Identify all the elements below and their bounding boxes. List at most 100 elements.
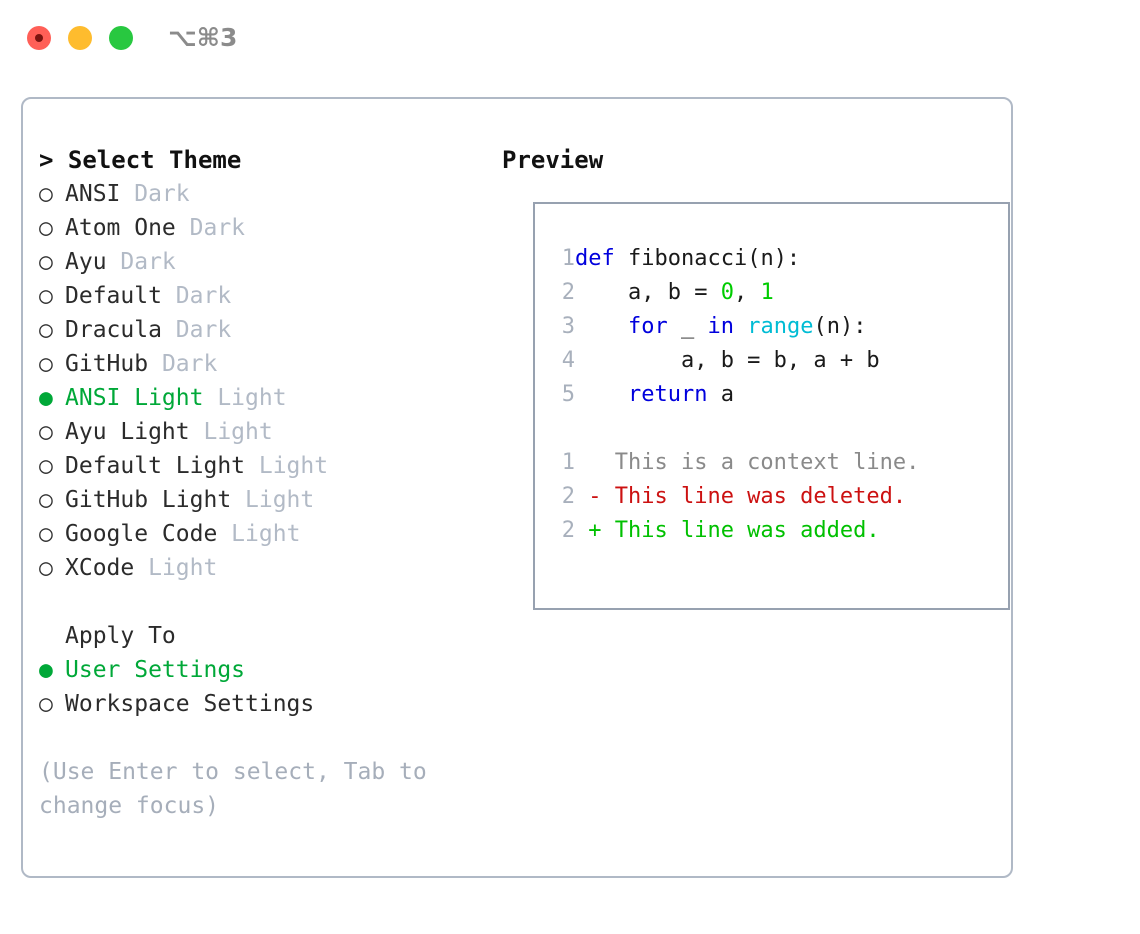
- theme-option-ansi-light[interactable]: ● ANSI Light Light: [39, 381, 479, 415]
- theme-option-variant: Light: [217, 521, 301, 547]
- apply-to-option-label: Workspace Settings: [65, 691, 315, 717]
- code-token: (n):: [813, 314, 867, 339]
- apply-to-option-label: User Settings: [65, 657, 246, 683]
- preview-title: Preview: [502, 146, 604, 174]
- theme-option-default-light[interactable]: ○ Default Light Light: [39, 449, 479, 483]
- theme-option-label: ANSI Light: [65, 385, 204, 411]
- theme-option-github[interactable]: ○ GitHub Dark: [39, 347, 479, 381]
- page-title: > Select Theme: [39, 146, 242, 174]
- radio-unselected-icon: ○: [39, 487, 53, 513]
- radio-selected-icon: ●: [39, 657, 53, 683]
- theme-option-variant: Light: [203, 385, 287, 411]
- code-token: range: [747, 314, 814, 339]
- code-token: for: [627, 314, 668, 339]
- theme-option-xcode[interactable]: ○XCode Light: [39, 551, 479, 585]
- code-token: + This line was added.: [575, 518, 880, 543]
- theme-option-default[interactable]: ○ Default Dark: [39, 279, 479, 313]
- code-line: 2 - This line was deleted.: [535, 480, 1008, 514]
- code-line: 2 a, b = 0, 1: [535, 276, 1008, 310]
- theme-option-variant: Dark: [175, 215, 246, 241]
- code-line: 5 return a: [535, 378, 1008, 412]
- theme-option-label: Ayu: [65, 249, 107, 275]
- theme-option-ayu-light[interactable]: ○Ayu Light Light: [39, 415, 479, 449]
- theme-option-label: XCode: [65, 555, 135, 581]
- line-number: 2: [561, 484, 575, 509]
- code-token: 1: [760, 280, 774, 305]
- code-token: fibonacci(n):: [614, 246, 801, 271]
- theme-option-label: GitHub Light: [65, 487, 232, 513]
- code-token: in: [707, 314, 734, 339]
- minimize-button[interactable]: [68, 26, 92, 50]
- line-number: 1: [561, 450, 575, 475]
- theme-option-variant: Light: [189, 419, 273, 445]
- code-token: def: [575, 246, 615, 271]
- radio-selected-icon: ●: [39, 385, 53, 411]
- code-token: a: [707, 382, 734, 407]
- theme-option-label: Google Code: [65, 521, 218, 547]
- code-token: 0: [720, 280, 734, 305]
- theme-option-variant: Light: [245, 453, 329, 479]
- theme-selector-column: > Select Theme ○ANSI Dark○Atom One Dark○…: [39, 143, 479, 823]
- theme-option-label: Dracula: [65, 317, 162, 343]
- apply-to-option-user-settings[interactable]: ● User Settings: [39, 653, 479, 687]
- list-spacer: [39, 585, 479, 619]
- theme-option-label: Default: [65, 283, 162, 309]
- code-token: [575, 314, 628, 339]
- code-token: _: [667, 314, 708, 339]
- theme-option-atom-one[interactable]: ○ Atom One Dark: [39, 211, 479, 245]
- line-number: 1: [561, 246, 575, 271]
- theme-option-google-code[interactable]: ○Google Code Light: [39, 517, 479, 551]
- code-line: 2 + This line was added.: [535, 514, 1008, 548]
- radio-unselected-icon: ○: [39, 249, 53, 275]
- zoom-button[interactable]: [109, 26, 133, 50]
- radio-unselected-icon: ○: [39, 317, 53, 343]
- theme-option-ayu[interactable]: ○ Ayu Dark: [39, 245, 479, 279]
- radio-unselected-icon: ○: [39, 691, 53, 717]
- theme-option-variant: Dark: [106, 249, 176, 275]
- code-token: a, b = b, a + b: [575, 348, 880, 373]
- keyboard-hint: (Use Enter to select, Tab to change focu…: [39, 759, 441, 819]
- radio-unselected-icon: ○: [39, 283, 53, 309]
- traffic-lights: [27, 26, 133, 50]
- line-number: 2: [561, 518, 575, 543]
- code-line: 1def fibonacci(n):: [535, 242, 1008, 276]
- theme-option-label: Ayu Light: [65, 419, 190, 445]
- code-line: [535, 412, 1008, 446]
- code-token: a, b =: [575, 280, 721, 305]
- theme-option-variant: Dark: [161, 283, 232, 309]
- theme-option-label: Atom One: [65, 215, 176, 241]
- code-token: [734, 314, 747, 339]
- theme-option-ansi[interactable]: ○ANSI Dark: [39, 177, 479, 211]
- hint-spacer: [39, 721, 479, 755]
- radio-unselected-icon: ○: [39, 215, 53, 241]
- theme-option-dracula[interactable]: ○ Dracula Dark: [39, 313, 479, 347]
- keyboard-shortcut-label: ⌥⌘3: [168, 23, 238, 52]
- theme-option-variant: Dark: [148, 351, 218, 377]
- title-bar: ⌥⌘3: [0, 0, 1140, 78]
- code-token: ,: [733, 280, 761, 305]
- theme-option-label: GitHub: [65, 351, 149, 377]
- apply-to-list: ● User Settings ○ Workspace Settings: [39, 653, 479, 721]
- code-line: 4 a, b = b, a + b: [535, 344, 1008, 378]
- main-panel: > Select Theme ○ANSI Dark○Atom One Dark○…: [21, 97, 1013, 878]
- close-button[interactable]: [27, 26, 51, 50]
- radio-unselected-icon: ○: [39, 453, 53, 479]
- code-line: 1 This is a context line.: [535, 446, 1008, 480]
- theme-list: ○ANSI Dark○Atom One Dark○Ayu Dark○Defaul…: [39, 177, 479, 585]
- theme-option-label: ANSI: [65, 181, 121, 207]
- theme-option-variant: Light: [134, 555, 218, 581]
- radio-unselected-icon: ○: [39, 351, 53, 377]
- code-token: - This line was deleted.: [575, 484, 907, 509]
- line-number: 5: [561, 382, 575, 407]
- code-token: return: [627, 382, 708, 407]
- line-number: 3: [561, 314, 575, 339]
- theme-option-label: Default Light: [65, 453, 246, 479]
- theme-option-variant: Dark: [161, 317, 232, 343]
- code-line: 3 for _ in range(n):: [535, 310, 1008, 344]
- apply-to-option-workspace-settings[interactable]: ○ Workspace Settings: [39, 687, 479, 721]
- line-number: 2: [561, 280, 575, 305]
- theme-option-github-light[interactable]: ○GitHub Light Light: [39, 483, 479, 517]
